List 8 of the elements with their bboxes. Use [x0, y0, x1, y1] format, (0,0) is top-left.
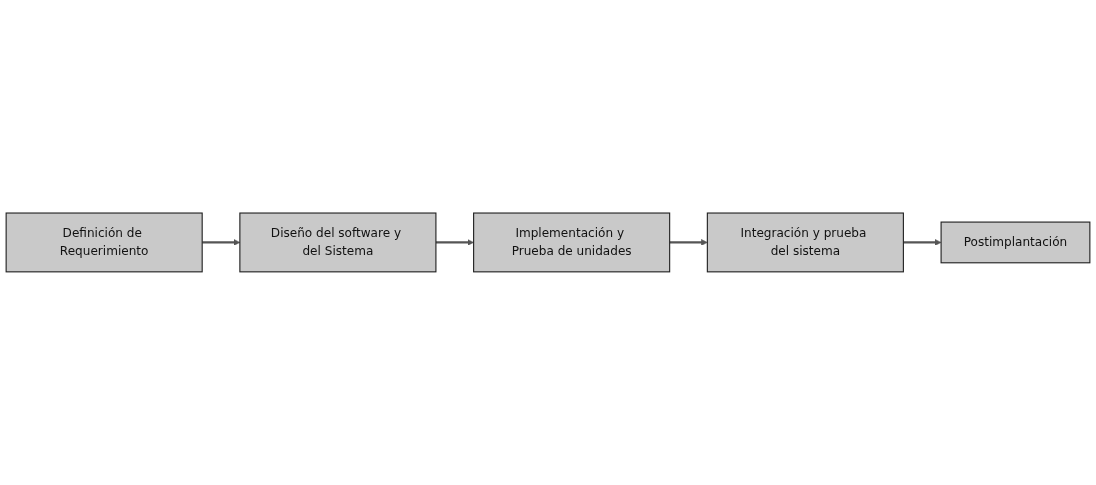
node-box: Definición de Requerimiento	[5, 212, 203, 273]
node-box: Implementación y Prueba de unidades	[473, 212, 671, 273]
arrow	[435, 239, 474, 246]
arrow	[903, 239, 942, 246]
node-box: Postimplantación	[940, 221, 1091, 264]
arrow	[669, 239, 708, 246]
node-box: Integración y prueba del sistema	[706, 212, 904, 273]
node-box: Diseño del software y del Sistema	[239, 212, 437, 273]
